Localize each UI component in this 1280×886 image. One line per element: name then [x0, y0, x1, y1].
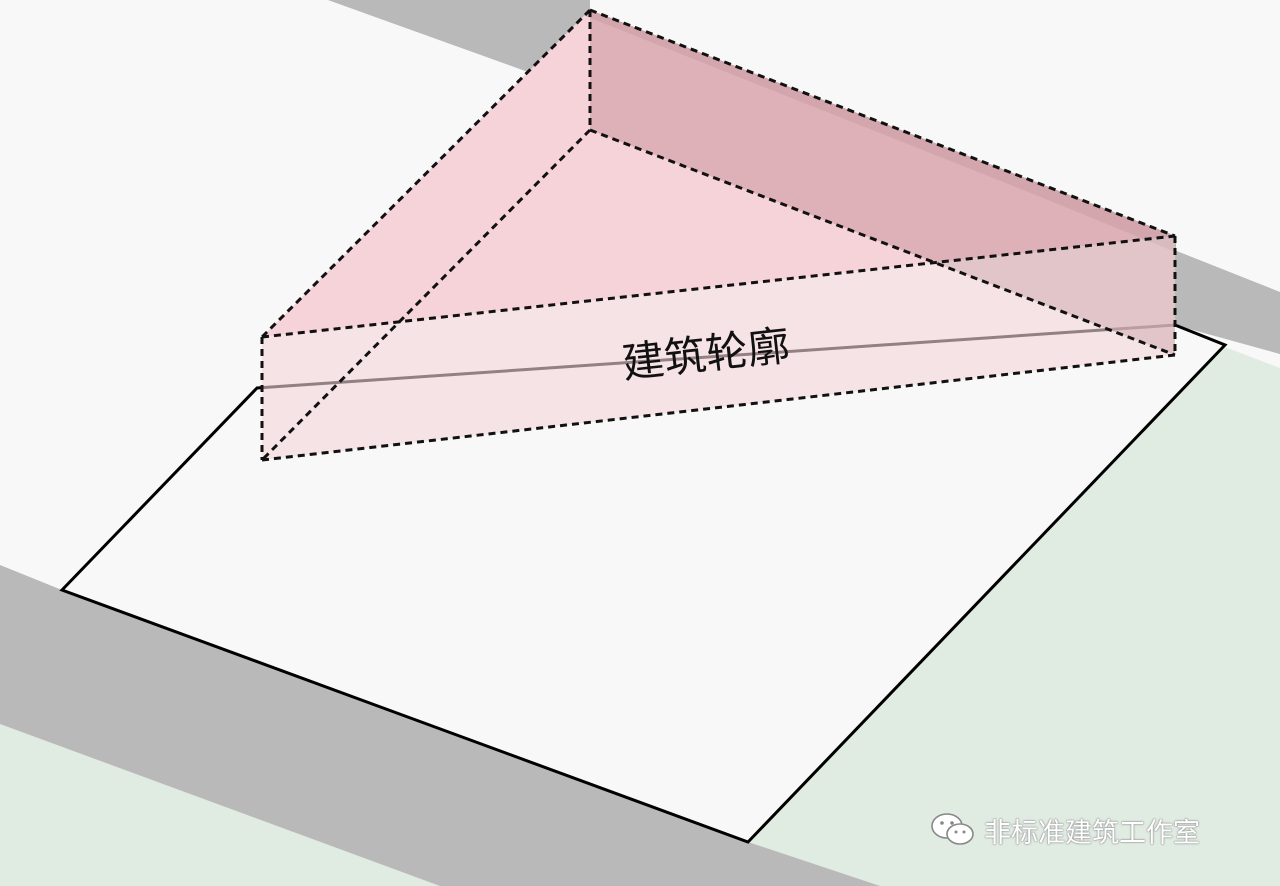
road-top-edge	[328, 0, 1280, 354]
watermark-text: 非标准建筑工作室	[984, 817, 1200, 849]
volume-top-face	[262, 10, 1175, 337]
road-top	[330, 0, 1280, 368]
volume-front-face	[262, 236, 1175, 460]
watermark: 非标准建筑工作室	[930, 810, 1200, 850]
green-ground-right	[748, 345, 1280, 886]
volume-edges	[260, 8, 1177, 462]
road-bottom	[0, 565, 880, 886]
wechat-icon	[931, 813, 974, 845]
site-boundary	[59, 323, 1228, 844]
